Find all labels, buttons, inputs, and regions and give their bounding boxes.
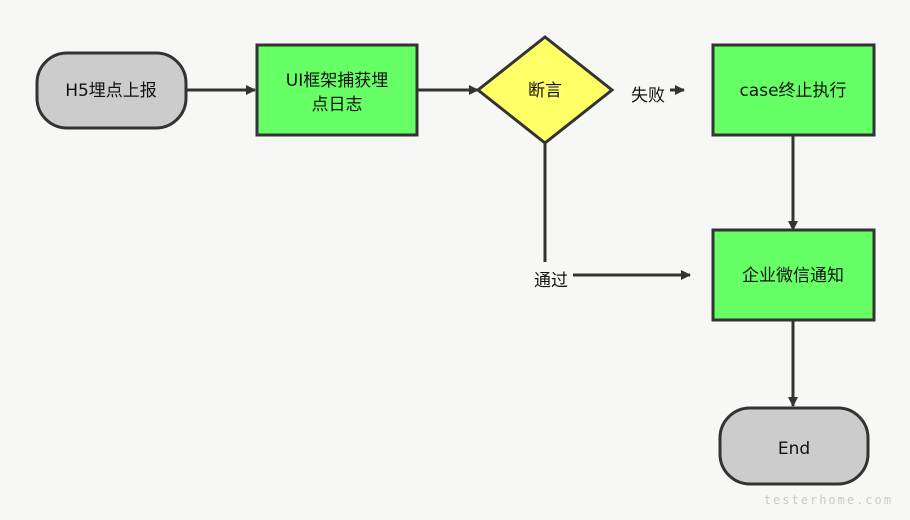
end-node: [718, 406, 870, 486]
stop-node: [711, 43, 876, 137]
watermark: testerhome.com: [764, 493, 893, 507]
fail-edge-label: 失败: [631, 86, 665, 106]
pass-edge-label: 通过: [534, 271, 568, 291]
assert-decision-label: 断言: [528, 81, 562, 101]
end-node-label: End: [778, 439, 810, 459]
notify-node-label: 企业微信通知: [742, 266, 844, 286]
assert-decision-node: [475, 35, 615, 145]
notify-node: [711, 228, 876, 322]
log-capture-label-line1: UI框架捕获埋: [286, 71, 388, 91]
log-capture-node: [255, 43, 419, 137]
log-capture-label-line2: 点日志: [312, 95, 363, 115]
start-node-label: H5埋点上报: [65, 81, 157, 101]
stop-node-label: case终止执行: [739, 81, 846, 101]
start-node: [35, 51, 188, 130]
